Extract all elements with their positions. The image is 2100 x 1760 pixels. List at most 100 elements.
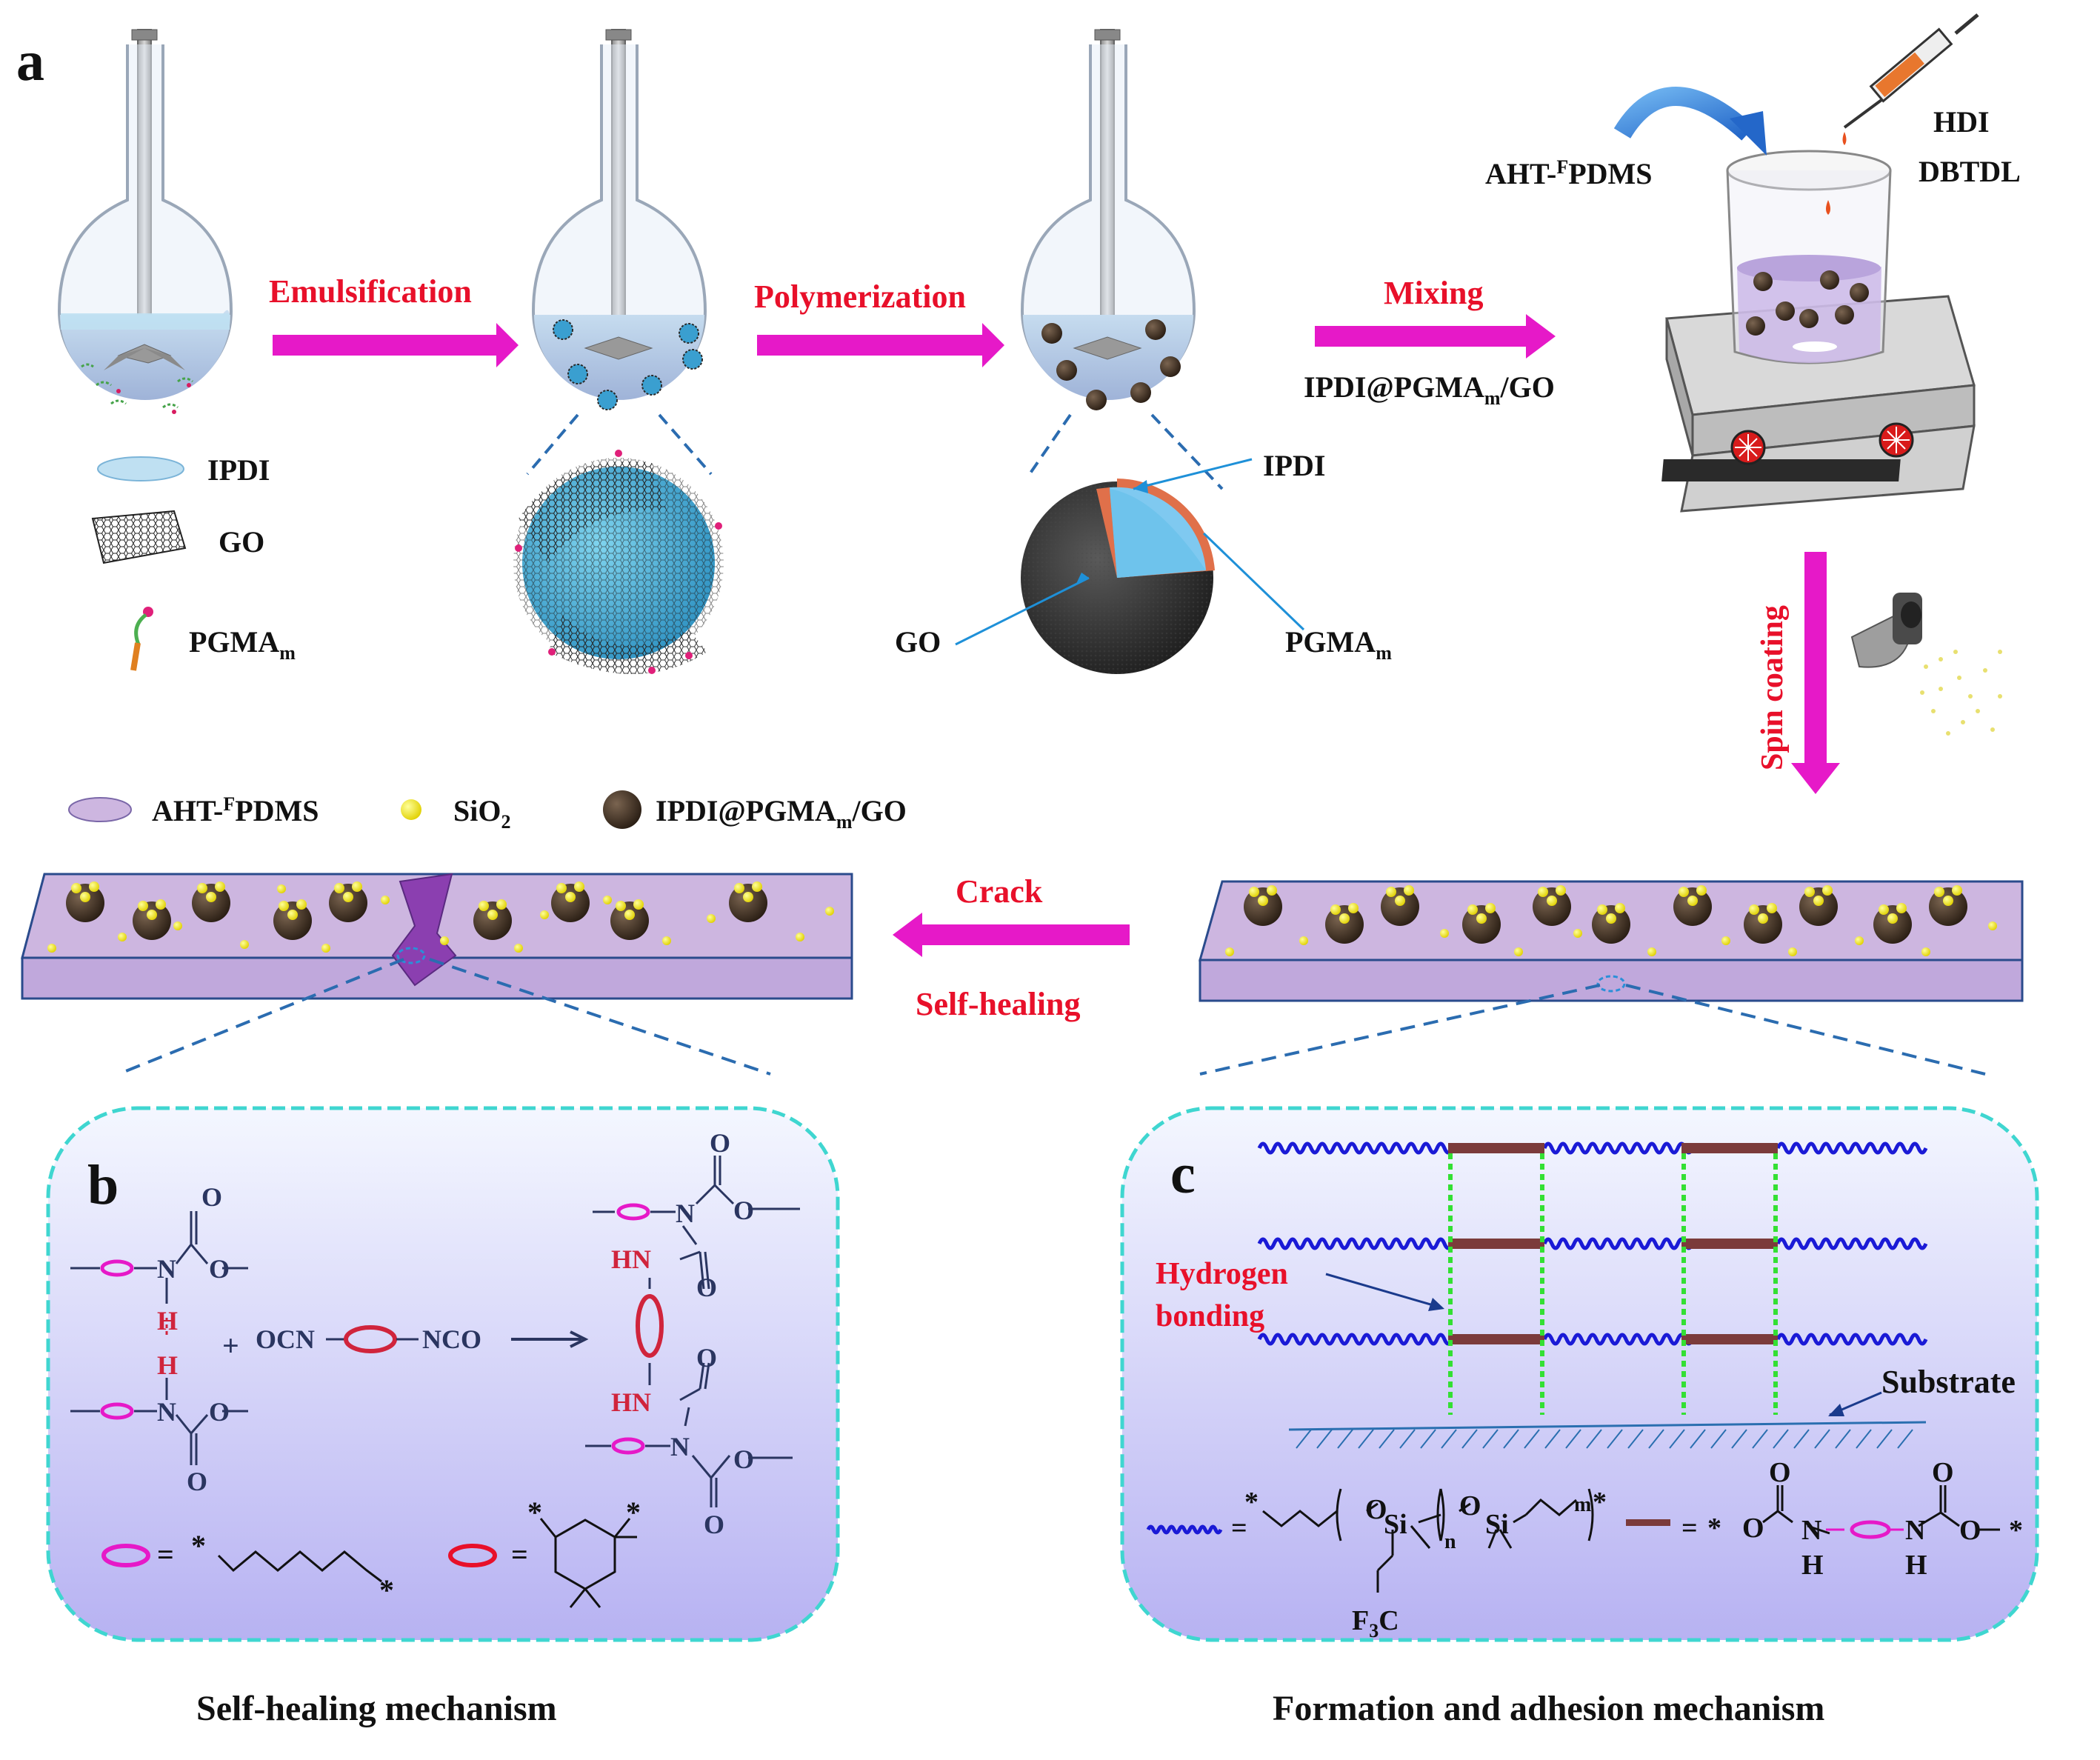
sio2-particle	[734, 883, 744, 893]
sio2-particle	[479, 901, 489, 911]
sio2-particle	[633, 899, 644, 910]
substrate-hatch	[1690, 1429, 1706, 1449]
sio2-particle	[540, 910, 549, 919]
go-sheet-icon	[91, 510, 187, 564]
sio2-particle	[334, 883, 344, 893]
sio2-particle	[215, 881, 225, 892]
beaker-label-dbtdl: DBTDL	[1919, 155, 2021, 188]
ipdi-droplet-icon	[97, 456, 184, 481]
svg-text:N: N	[676, 1199, 695, 1228]
sio2-particle	[624, 910, 635, 920]
sio2-particle	[707, 914, 716, 923]
substrate-hatch	[1835, 1429, 1851, 1449]
svg-text:Si: Si	[1384, 1509, 1407, 1540]
sio2-particle	[1696, 885, 1707, 896]
svg-text:=: =	[1231, 1513, 1247, 1544]
panel-a-letter: a	[16, 30, 44, 93]
legend-microcapsule: IPDI@PGMAm/GO	[656, 794, 907, 833]
label-hydrogen: Hydrogen	[1156, 1257, 1288, 1291]
label-crack: Crack	[956, 873, 1043, 910]
svg-text:O: O	[1365, 1494, 1387, 1525]
sio2-particle	[1943, 896, 1953, 906]
beaker-label-aht: AHT-FPDMS	[1485, 156, 1653, 190]
sio2-particle	[1556, 885, 1566, 896]
sio2-particle	[1606, 913, 1616, 924]
sio2-particle	[743, 892, 753, 902]
svg-text:O: O	[704, 1510, 724, 1539]
substrate-hatch	[1586, 1429, 1602, 1449]
legend-aht: AHT-FPDMS	[152, 793, 319, 827]
sio2-particle	[47, 944, 56, 953]
pointer-ipdi	[1133, 458, 1253, 490]
sio2-particle	[1952, 885, 1962, 896]
sio2-particle	[89, 881, 99, 892]
svg-text:O: O	[1932, 1457, 1954, 1488]
svg-text:O: O	[201, 1182, 222, 1212]
microcapsule-particle	[1244, 887, 1282, 926]
addition-curved-arrow	[1613, 87, 1755, 141]
svg-text:N: N	[157, 1254, 176, 1284]
soft-segment-chain	[1542, 1237, 1695, 1250]
sio2-particle	[1822, 885, 1833, 896]
substrate-hatch	[1379, 1429, 1395, 1449]
sio2-particle	[1225, 947, 1234, 956]
sio2-particle	[796, 933, 804, 941]
sio2-particle	[1758, 913, 1768, 924]
capsule-label-go: GO	[895, 625, 941, 659]
sio2-particle	[1339, 913, 1350, 924]
flask-3	[1020, 29, 1196, 410]
svg-text:*: *	[1707, 1513, 1721, 1544]
svg-text:N: N	[157, 1397, 176, 1427]
substrate-hatch	[1316, 1429, 1333, 1449]
soft-segment-chain	[1776, 1333, 1928, 1346]
svg-text:O: O	[209, 1254, 230, 1284]
syringe-icon	[1826, 13, 1979, 215]
sio2-particle	[1476, 913, 1487, 924]
spray-particles	[1920, 650, 2002, 736]
svg-text:O: O	[733, 1444, 754, 1474]
sio2-particle	[1804, 887, 1815, 897]
svg-text:H: H	[157, 1350, 178, 1380]
sio2-particle	[279, 901, 289, 911]
svg-text:HN: HN	[611, 1244, 651, 1274]
sio2-particle	[1573, 929, 1582, 938]
microcapsule-particle	[1592, 905, 1630, 944]
arrow-emulsification	[273, 323, 519, 367]
arrow-mixing	[1315, 314, 1556, 359]
substrate-hatch	[1793, 1429, 1810, 1449]
label-spin-coating: Spin coating	[1756, 605, 1790, 770]
sio2-particle	[206, 892, 216, 902]
sio2-particle	[1687, 896, 1698, 906]
sio2-particle	[1299, 936, 1308, 945]
sio2-particle	[440, 936, 449, 945]
sio2-particle	[514, 944, 523, 953]
microcapsule-particle	[1929, 887, 1967, 926]
substrate-hatch	[1399, 1429, 1416, 1449]
coating-particles-right	[1225, 885, 1997, 956]
svg-text:H: H	[1905, 1550, 1927, 1581]
beaker-label-hdi: HDI	[1933, 105, 1990, 139]
microcapsule-particle	[1462, 905, 1501, 944]
svg-text:NCO: NCO	[422, 1324, 481, 1354]
zoom-line-b-right	[429, 958, 771, 1076]
svg-text:O: O	[1742, 1513, 1764, 1544]
panel-b-caption: Self-healing mechanism	[196, 1689, 557, 1728]
hbond-pointer	[1325, 1273, 1441, 1309]
hard-segment	[1681, 1239, 1778, 1249]
legend-ipdi: IPDI	[207, 453, 270, 487]
sio2-particle	[752, 881, 762, 892]
spray-gun-icon	[1850, 593, 1922, 668]
sio2-particle	[603, 896, 612, 904]
svg-text:Si: Si	[1485, 1509, 1509, 1540]
microcapsule-cross-section	[1021, 413, 1224, 674]
sio2-particle	[1788, 947, 1797, 956]
sio2-particle	[487, 910, 498, 920]
sio2-particle	[556, 883, 567, 893]
substrate-hatch	[1648, 1429, 1664, 1449]
svg-text:O: O	[209, 1397, 230, 1427]
microcapsule-particle	[66, 884, 104, 922]
sio2-particle	[71, 883, 81, 893]
svg-text:*: *	[2009, 1515, 2023, 1546]
microcapsule-particle	[610, 901, 649, 940]
